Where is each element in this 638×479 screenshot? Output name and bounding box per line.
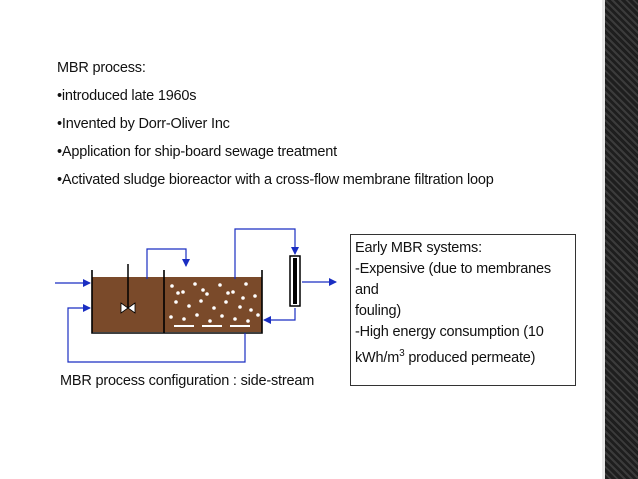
bullet-item: •Invented by Dorr-Oliver Inc xyxy=(57,116,230,132)
transfer-arrow xyxy=(146,248,190,279)
sidebar-edge xyxy=(602,0,605,479)
slide: MBR process: •introduced late 1960s •Inv… xyxy=(55,60,576,389)
membrane-module xyxy=(289,255,301,307)
box-line: kWh/m3 produced permeate) xyxy=(355,343,571,369)
box-text: kWh/m xyxy=(355,349,400,366)
recycle-arrow xyxy=(67,304,246,363)
mixer-icon xyxy=(120,264,136,314)
air-bubbles xyxy=(169,282,260,323)
box-line: -Expensive (due to membranes and xyxy=(355,261,551,298)
aeration-tank xyxy=(164,277,262,332)
box-line: -High energy consumption (10 xyxy=(355,324,544,340)
box-text: produced permeate) xyxy=(404,349,536,366)
box-line: fouling) xyxy=(355,303,401,319)
bullet-item: •introduced late 1960s xyxy=(57,88,197,104)
slide-heading: MBR process: xyxy=(57,60,146,76)
retentate-arrow xyxy=(263,308,296,324)
bullet-item: •Activated sludge bioreactor with a cros… xyxy=(57,172,494,188)
bullet-item: •Application for ship-board sewage treat… xyxy=(57,144,337,160)
decorative-sidebar xyxy=(602,0,638,479)
early-mbr-box: Early MBR systems: -Expensive (due to me… xyxy=(350,234,576,386)
mbr-diagram xyxy=(55,228,337,363)
box-title: Early MBR systems: xyxy=(355,240,482,256)
diagram-caption: MBR process configuration : side-stream xyxy=(60,373,315,389)
box-superscript: 3 xyxy=(399,348,405,359)
feed-to-membrane-arrow xyxy=(234,228,299,279)
